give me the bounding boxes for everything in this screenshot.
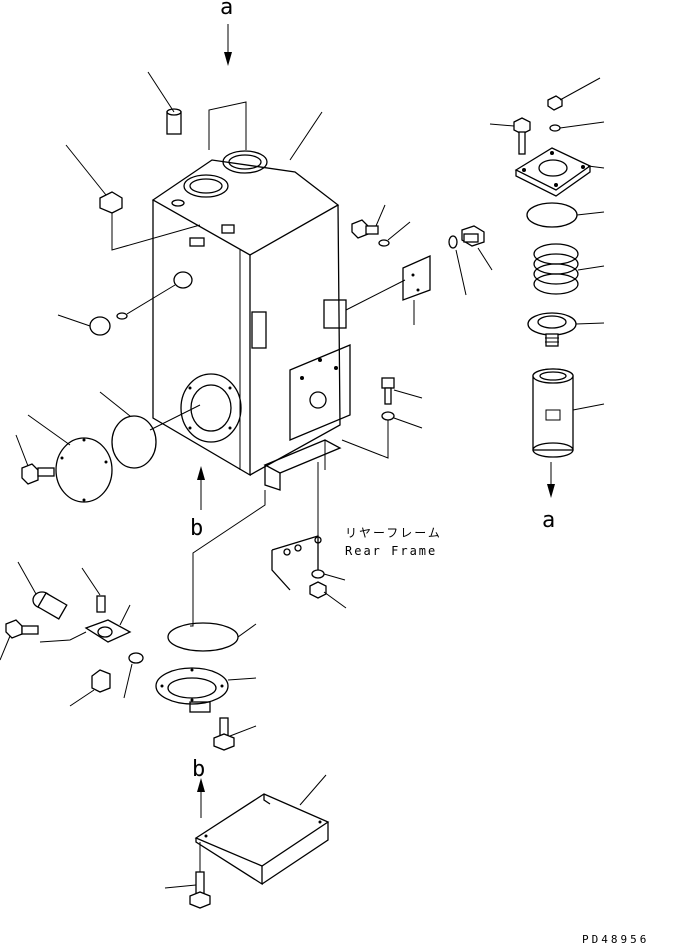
pin-small	[81, 567, 106, 613]
bolt-bracket-2	[448, 225, 493, 296]
elbow-flange	[39, 604, 132, 643]
bolt-cover-left	[15, 434, 55, 485]
oring-lower-left	[123, 652, 144, 699]
bolt-bottom-cover	[213, 717, 257, 751]
filter-bolt-top	[547, 77, 601, 111]
filter-spring	[533, 243, 605, 295]
ref-label-a-top: a	[220, 0, 233, 20]
rear-frame-label-en: Rear Frame	[345, 544, 437, 558]
gasket-left	[99, 391, 201, 469]
rear-frame-label-jp: リヤーフレーム	[345, 526, 442, 540]
filter-bolt-left	[489, 117, 531, 155]
arrow-a-down-right	[547, 462, 555, 498]
washer-bracket	[378, 221, 411, 247]
sight-gauge	[57, 271, 193, 336]
rear-frame	[271, 462, 347, 609]
filter-cover	[514, 147, 605, 197]
arrow-b-up-bottom	[197, 778, 205, 818]
valve-body-lower	[17, 561, 68, 620]
bolt-bracket-1	[351, 204, 386, 239]
gasket-bottom	[167, 622, 257, 652]
hydraulic-tank	[151, 150, 351, 491]
ref-label-b-mid: b	[190, 516, 203, 541]
filter-element	[532, 368, 605, 458]
arrow-a-down-top	[224, 24, 232, 66]
cover-plate-left	[27, 414, 113, 503]
ref-label-b-bottom: b	[192, 757, 205, 782]
ref-label-a-right: a	[542, 508, 555, 533]
filter-oring-small	[549, 121, 605, 132]
mounting-bracket	[345, 254, 431, 325]
breather-plug	[147, 71, 182, 135]
bottom-guard	[194, 774, 330, 886]
drain-plug-top	[65, 144, 201, 251]
bolt-bottom-guard	[164, 842, 211, 909]
arrow-b-up-mid	[197, 466, 205, 510]
bolt-lower-left	[0, 619, 39, 661]
leader-tank-top	[289, 111, 323, 161]
cover-plate-bottom	[155, 667, 257, 713]
drawing-code: PD48956	[582, 933, 649, 943]
plug-lower-left	[69, 669, 111, 707]
filter-oring-large	[526, 202, 605, 228]
leader-tank-to-gasket	[190, 490, 266, 627]
mount-bolt-right	[341, 377, 423, 459]
filter-valve	[527, 312, 605, 347]
leader-a-bracket	[208, 101, 247, 150]
